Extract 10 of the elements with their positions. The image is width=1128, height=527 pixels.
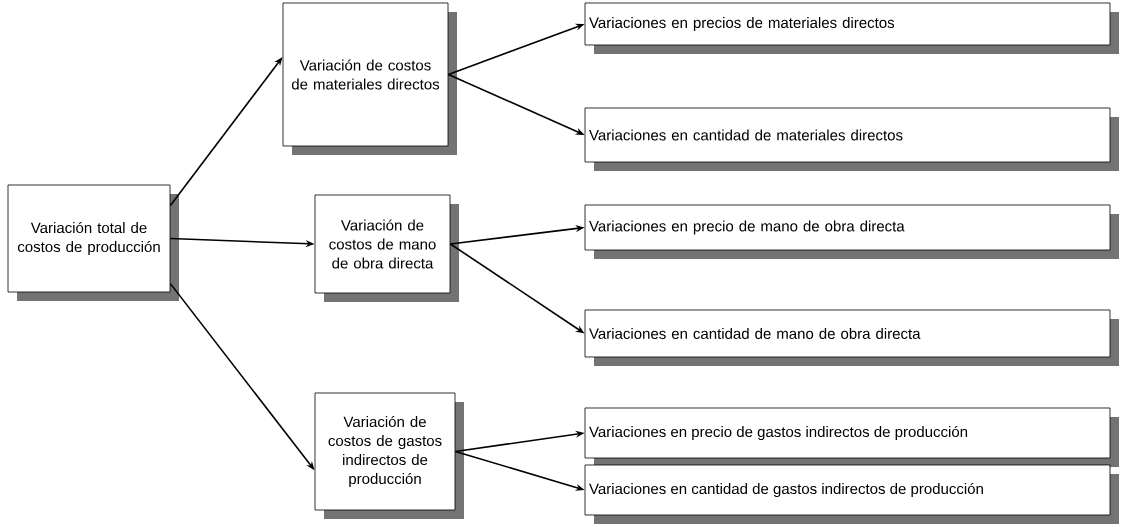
result-box: Variaciones en precio de gastos indirectos de producción [584,407,1119,467]
process-box: Variación total de costos de producción [7,184,179,301]
result-box: Variaciones en precio de mano de obra directa [584,204,1119,259]
result-box: Variaciones en cantidad de materiales directos [584,107,1119,171]
process-box: Variación de costos de gastos indirectos de producción [314,392,464,519]
result-box: Variaciones en cantidad de gastos indirectos de producción [584,464,1119,524]
process-box: Variación de costos de mano de obra directa [314,194,459,302]
result-box: Variaciones en precios de materiales directos [584,2,1119,54]
result-box: Variaciones en cantidad de mano de obra directa [584,309,1119,366]
process-box: Variación de costos de materiales directos [282,2,457,155]
